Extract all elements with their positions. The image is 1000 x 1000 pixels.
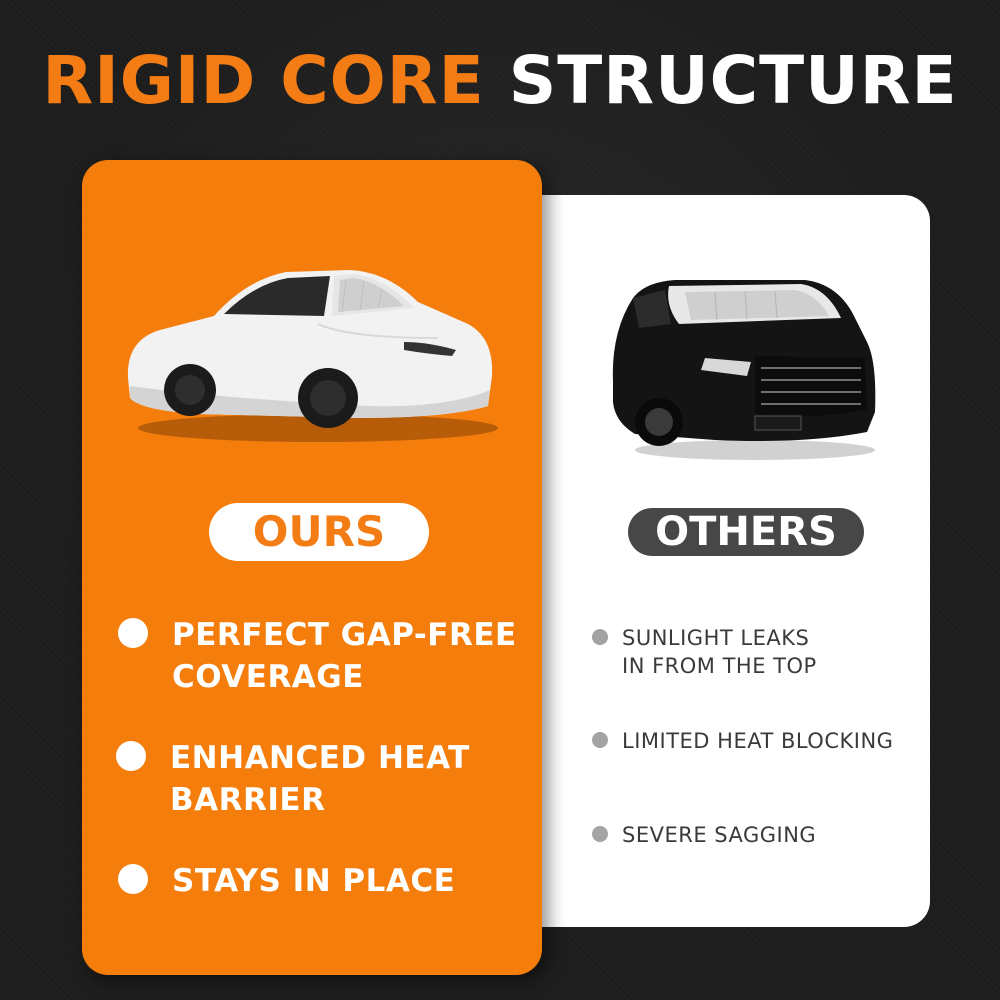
others-feature-item: SUNLIGHT LEAKS IN FROM THE TOP xyxy=(592,624,817,680)
bullet-dot-icon xyxy=(118,864,148,894)
ours-feature-item: ENHANCED HEAT BARRIER xyxy=(116,737,470,821)
ours-feature-line: COVERAGE xyxy=(172,659,364,695)
others-feature-line: IN FROM THE TOP xyxy=(622,654,817,678)
title-main: STRUCTURE xyxy=(508,42,958,119)
others-feature-item: SEVERE SAGGING xyxy=(592,821,816,849)
title-accent: RIGID CORE xyxy=(42,42,485,119)
ours-feature-item: STAYS IN PLACE xyxy=(118,860,455,902)
others-feature-line: SEVERE SAGGING xyxy=(622,823,817,847)
ours-feature-line: ENHANCED HEAT xyxy=(170,740,470,776)
black-suv-image xyxy=(612,280,876,460)
page-title: RIGID CORE STRUCTURE xyxy=(0,48,1000,114)
bullet-dot-icon xyxy=(118,618,148,648)
ours-badge: OURS xyxy=(209,503,429,561)
ours-feature-item: PERFECT GAP-FREE COVERAGE xyxy=(118,614,517,698)
bullet-dot-icon xyxy=(592,826,608,842)
ours-feature-line: BARRIER xyxy=(170,782,326,818)
bullet-dot-icon xyxy=(592,732,608,748)
others-feature-line: SUNLIGHT LEAKS xyxy=(622,626,810,650)
others-feature-line: LIMITED HEAT BLOCKING xyxy=(622,729,894,753)
others-feature-item: LIMITED HEAT BLOCKING xyxy=(592,727,893,755)
white-sedan-image xyxy=(127,270,498,442)
others-badge: OTHERS xyxy=(628,508,864,556)
ours-feature-line: STAYS IN PLACE xyxy=(172,863,456,899)
bullet-dot-icon xyxy=(592,629,608,645)
ours-feature-line: PERFECT GAP-FREE xyxy=(172,617,517,653)
bullet-dot-icon xyxy=(116,741,146,771)
